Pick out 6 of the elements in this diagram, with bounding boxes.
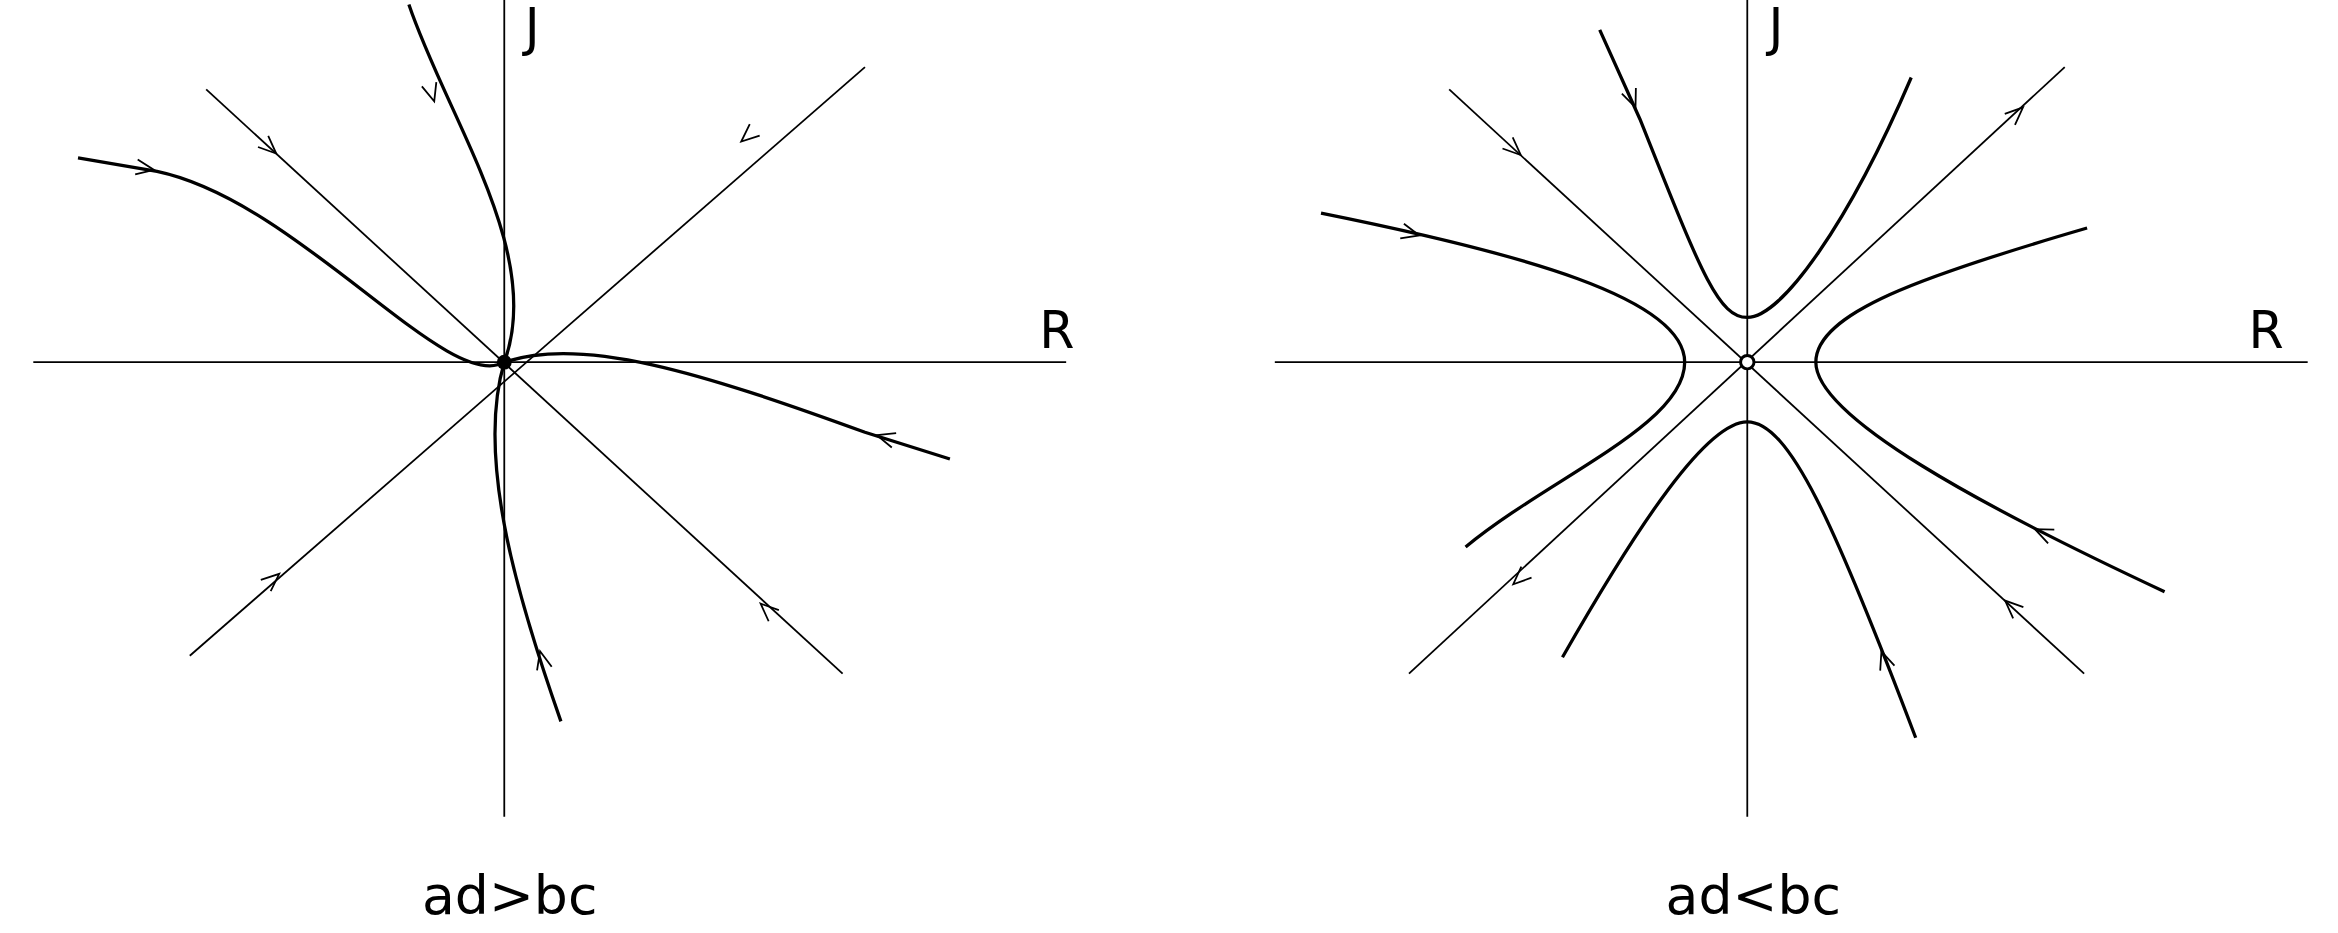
caption: ad<bc	[1665, 869, 1841, 923]
axis-label: J	[524, 2, 540, 54]
axis-label: J	[1768, 2, 1784, 54]
axis-label: R	[1039, 305, 1075, 357]
caption: ad>bc	[421, 869, 598, 923]
axis-label: R	[2248, 305, 2284, 357]
